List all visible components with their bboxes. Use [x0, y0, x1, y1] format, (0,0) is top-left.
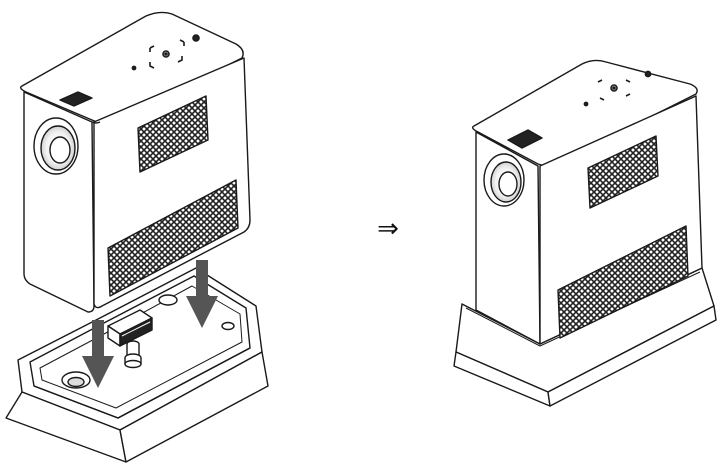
lens — [33, 117, 79, 175]
control-buttons — [583, 70, 652, 107]
control-buttons — [131, 34, 200, 71]
top-handle-slot — [507, 129, 543, 149]
vent-upper — [587, 135, 659, 209]
stand-base-seated — [453, 267, 717, 407]
panel-before — [5, 11, 269, 463]
vent-lower — [107, 179, 239, 297]
panel-after — [453, 59, 717, 407]
down-arrow-right — [186, 260, 218, 328]
vent-lower — [557, 225, 689, 339]
vent-upper — [137, 95, 209, 173]
step-arrow: ⇒ — [377, 214, 399, 244]
top-handle-slot — [59, 91, 93, 107]
projector-body-left — [19, 11, 251, 313]
stand-base-open — [5, 267, 269, 463]
insert-arrows — [82, 260, 218, 388]
connector-block — [107, 309, 153, 347]
lens — [483, 153, 525, 207]
guide-pin — [124, 340, 142, 369]
down-arrow-left — [82, 320, 114, 388]
projector-body-right — [471, 59, 703, 345]
